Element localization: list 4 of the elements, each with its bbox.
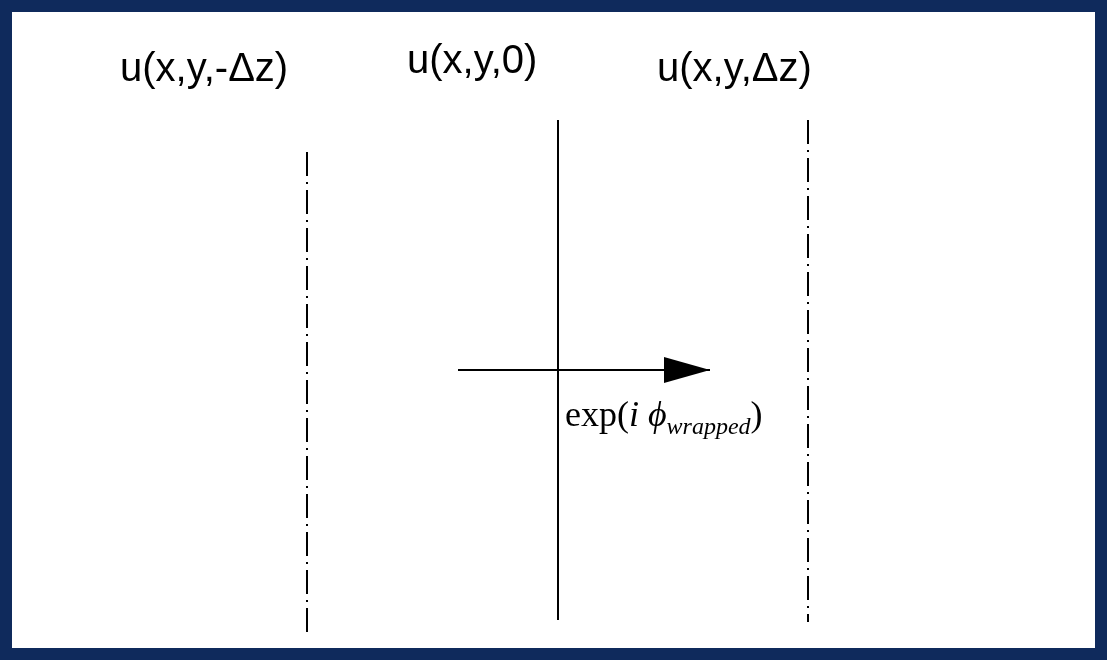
plane-label: u(x,y,Δz) [657, 47, 812, 87]
plane-label: u(x,y,-Δz) [120, 47, 289, 87]
phase-label: exp(i ϕ$_{wrapped}$) [565, 395, 763, 440]
plane-label: u(x,y,0) [407, 39, 538, 79]
